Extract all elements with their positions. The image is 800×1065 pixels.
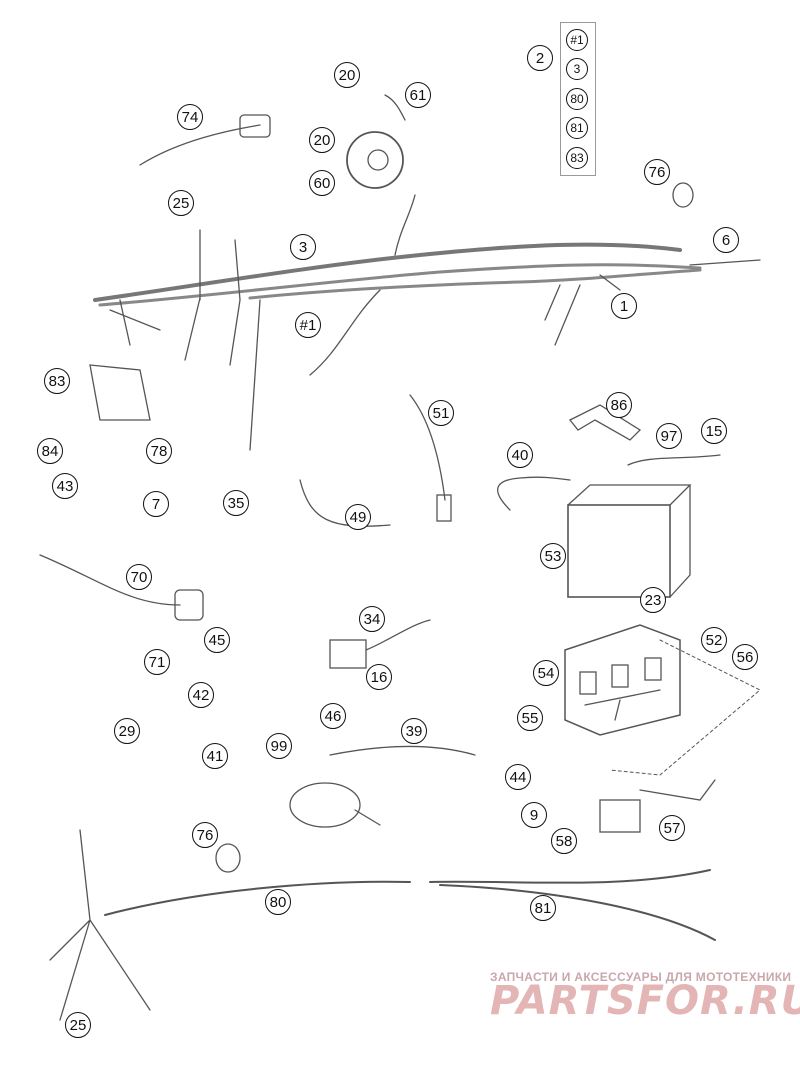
callout-pk1: #1 (566, 29, 588, 51)
callout-p49: 49 (345, 504, 371, 530)
callout-p39: 39 (401, 718, 427, 744)
callout-p9: 9 (521, 802, 547, 828)
callout-p41: 41 (202, 743, 228, 769)
callout-p76b: 76 (192, 822, 218, 848)
callout-p54: 54 (533, 660, 559, 686)
callout-p70: 70 (126, 564, 152, 590)
callout-p84: 84 (37, 438, 63, 464)
callout-pk3: 3 (566, 58, 588, 80)
callout-p81: 81 (530, 895, 556, 921)
callout-p34: 34 (359, 606, 385, 632)
callout-pk81: 81 (566, 117, 588, 139)
callout-p45: 45 (204, 627, 230, 653)
callout-p97: 97 (656, 423, 682, 449)
legend-box (560, 22, 596, 176)
callout-p3: 3 (290, 234, 316, 260)
callout-p71: 71 (144, 649, 170, 675)
callout-p35: 35 (223, 490, 249, 516)
callout-p51: 51 (428, 400, 454, 426)
callout-p55: 55 (517, 705, 543, 731)
callout-p44: 44 (505, 764, 531, 790)
callout-h1: #1 (295, 312, 321, 338)
callout-p25b: 25 (65, 1012, 91, 1038)
callout-p58: 58 (551, 828, 577, 854)
callout-p60: 60 (309, 170, 335, 196)
callout-p7: 7 (143, 491, 169, 517)
watermark-tagline: ЗАПЧАСТИ И АКСЕССУАРЫ ДЛЯ МОТОТЕХНИКИ (490, 970, 792, 984)
callout-p74: 74 (177, 104, 203, 130)
callout-p80: 80 (265, 889, 291, 915)
callout-p56: 56 (732, 644, 758, 670)
callout-p6: 6 (713, 227, 739, 253)
callout-p86: 86 (606, 392, 632, 418)
callout-p53: 53 (540, 543, 566, 569)
callout-p52: 52 (701, 627, 727, 653)
callout-p40: 40 (507, 442, 533, 468)
callout-p43: 43 (52, 473, 78, 499)
callout-p83: 83 (44, 368, 70, 394)
callout-p1: 1 (611, 293, 637, 319)
callout-p99: 99 (266, 733, 292, 759)
watermark-brand: PARTSFOR.RU (490, 978, 800, 1024)
callout-p25a: 25 (168, 190, 194, 216)
callout-p78: 78 (146, 438, 172, 464)
callout-p23: 23 (640, 587, 666, 613)
callout-pk83: 83 (566, 147, 588, 169)
callout-p29: 29 (114, 718, 140, 744)
callout-p42: 42 (188, 682, 214, 708)
callout-p20a: 20 (334, 62, 360, 88)
callout-p15: 15 (701, 418, 727, 444)
callout-p16: 16 (366, 664, 392, 690)
callout-p2: 2 (527, 45, 553, 71)
callout-pk80: 80 (566, 88, 588, 110)
callout-p20b: 20 (309, 127, 335, 153)
callout-p46: 46 (320, 703, 346, 729)
callout-p57: 57 (659, 815, 685, 841)
callout-p61: 61 (405, 82, 431, 108)
callout-p76a: 76 (644, 159, 670, 185)
